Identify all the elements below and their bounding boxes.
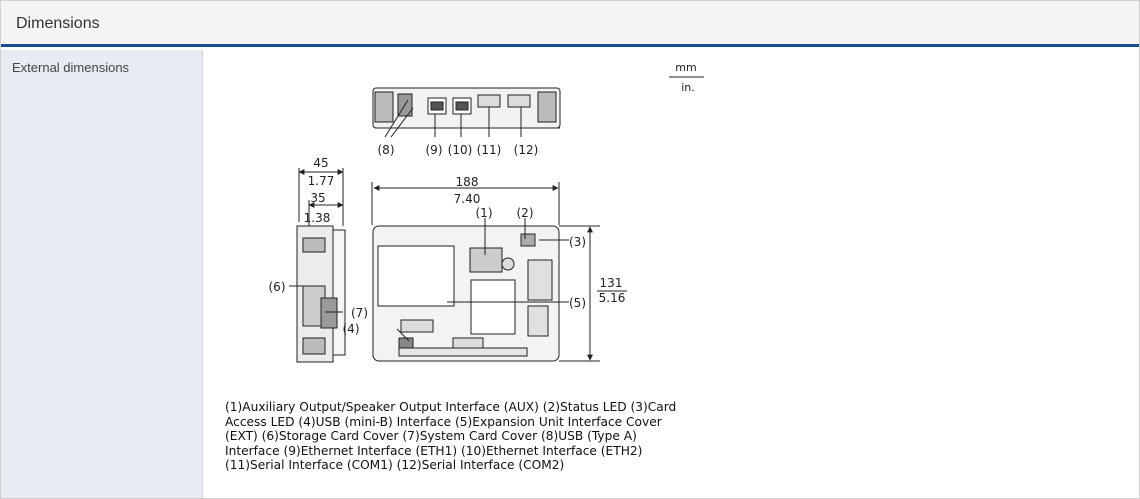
dim-188-in: 7.40: [454, 192, 481, 206]
callout-1: (1): [476, 206, 493, 220]
callout-5: (5): [569, 296, 586, 310]
callout-12: (12): [514, 143, 539, 157]
dim-131-in: 5.16: [599, 291, 626, 305]
callout-11: (11): [477, 143, 502, 157]
callout-7: (7): [351, 306, 368, 320]
section-title: Dimensions: [16, 15, 100, 32]
dim-188-mm: 188: [456, 175, 479, 189]
dimension-drawing: mm in.: [269, 61, 704, 363]
legend-text: (1)Auxiliary Output/Speaker Output Inter…: [225, 400, 677, 472]
callout-6: (6): [269, 280, 286, 294]
spec-label: External dimensions: [12, 60, 130, 75]
spec-value-cell: mm in.: [203, 50, 1139, 498]
dim-131-mm: 131: [600, 276, 623, 290]
top-view: [372, 87, 561, 138]
dim-45-in: 1.77: [308, 174, 335, 188]
unit-mm: mm: [675, 61, 696, 74]
section-header: Dimensions: [1, 1, 1139, 47]
rear-view: [371, 182, 600, 362]
callout-9: (9): [426, 143, 443, 157]
callout-4: (4): [343, 322, 360, 336]
callout-8: (8): [378, 143, 395, 157]
dim-35-in: 1.38: [304, 211, 331, 225]
callout-2: (2): [517, 206, 534, 220]
dim-45-mm: 45: [313, 156, 328, 170]
callout-10: (10): [448, 143, 473, 157]
dim-35-mm: 35: [310, 191, 325, 205]
unit-in: in.: [681, 81, 695, 94]
side-view: [289, 168, 346, 363]
spec-label-cell: External dimensions: [1, 50, 203, 498]
callout-3: (3): [569, 235, 586, 249]
